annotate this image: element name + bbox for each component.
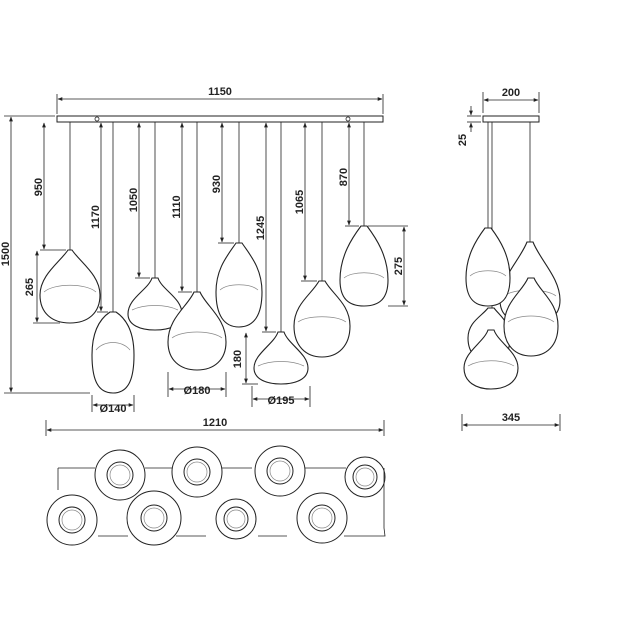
label-shade-1-height: 265: [24, 278, 36, 296]
label-diameter-180: Ø180: [184, 385, 211, 397]
label-shade-8-height: 275: [393, 257, 405, 275]
dim-total-height: 1500: [0, 115, 90, 394]
label-drop-5: 930: [211, 175, 223, 193]
front-view: 1150 1500 950 265 1170 1050: [0, 86, 408, 436]
dim-drop-2: 1170: [90, 122, 108, 313]
label-diameter-195: Ø195: [268, 395, 295, 407]
dim-drop-4: 1110: [171, 122, 192, 293]
dim-drop-8: 870: [338, 122, 359, 227]
dim-diameter-180: Ø180: [167, 372, 227, 397]
dim-overall-length: 1210: [45, 417, 385, 436]
dim-diameter-140: Ø140: [91, 395, 135, 415]
canopy-screw: [345, 116, 351, 122]
canopy-bar: [56, 115, 384, 123]
label-canopy-height: 25: [457, 134, 469, 146]
label-drop-2: 1170: [90, 205, 102, 229]
pendant-shade-8: [339, 225, 389, 307]
label-drop-7: 1065: [294, 190, 306, 214]
label-canopy-length: 1150: [208, 86, 232, 98]
label-overall-length: 1210: [203, 417, 227, 429]
dim-drop-3: 1050: [128, 122, 150, 279]
side-shade-front-left: [465, 227, 511, 307]
side-canopy: [482, 115, 540, 123]
label-shade-6-height: 180: [232, 350, 244, 368]
label-overall-depth: 345: [502, 412, 520, 424]
top-outline: [57, 467, 386, 537]
dim-diameter-195: Ø195: [251, 386, 311, 407]
label-canopy-width: 200: [502, 87, 520, 99]
dim-drop-1: 950: [33, 122, 66, 251]
label-drop-8: 870: [338, 168, 350, 186]
top-rings: [46, 445, 386, 546]
dim-drop-5: 930: [211, 122, 234, 244]
pendant-shade-7: [293, 280, 351, 358]
dim-shade-1-height: 265: [24, 250, 60, 324]
pendant-shade-4: [167, 291, 227, 371]
side-shade-front-right: [503, 277, 559, 357]
side-view: 200 25: [457, 87, 561, 431]
label-drop-3: 1050: [128, 188, 140, 212]
dim-shade-8-height: 275: [368, 225, 408, 307]
dim-drop-6: 1245: [255, 122, 276, 333]
label-drop-4: 1110: [171, 195, 183, 218]
label-drop-1: 950: [33, 178, 45, 196]
dim-canopy-length: 1150: [56, 86, 384, 114]
pendant-shade-6: [253, 331, 309, 385]
pendant-shade-5: [215, 242, 263, 328]
pendant-shade-1: [39, 249, 101, 324]
dim-drop-7: 1065: [294, 122, 317, 282]
label-total-height: 1500: [0, 242, 12, 266]
label-diameter-140: Ø140: [100, 403, 127, 415]
top-view: [46, 445, 386, 546]
canopy-screw: [94, 116, 100, 122]
side-shade-front-bottom: [463, 329, 519, 390]
label-drop-6: 1245: [255, 216, 267, 240]
dim-shade-6-height: 180: [232, 332, 258, 385]
pendant-shade-2: [91, 311, 135, 394]
pendant-shade-3: [127, 277, 183, 331]
cables: [69, 122, 365, 332]
